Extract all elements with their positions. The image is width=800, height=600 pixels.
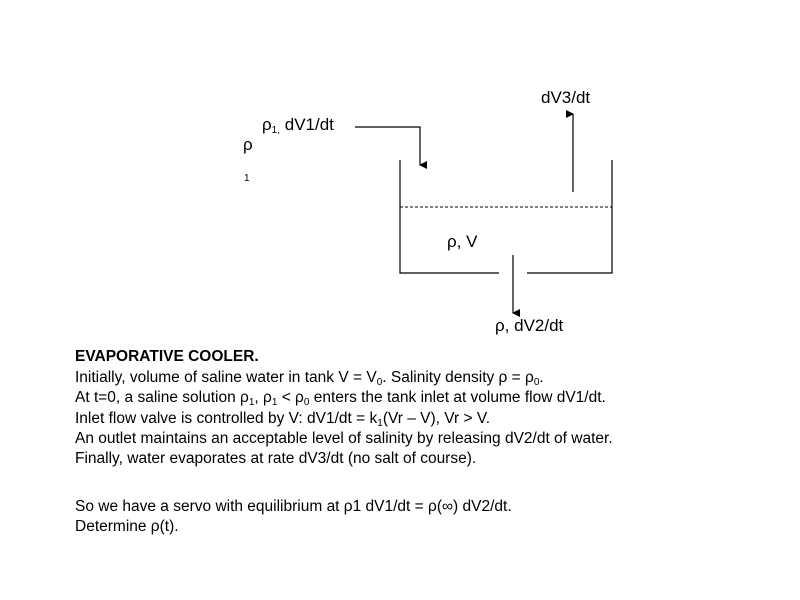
inlet-flow: dV1/dt [280, 115, 334, 134]
tank-label: ρ, V [447, 232, 478, 251]
rho1-left-subscript: 1 [244, 173, 250, 184]
text-line-3: Inlet flow valve is controlled by V: dV1… [75, 411, 490, 429]
inlet-arrow [355, 126, 427, 169]
text-line-7: Determine ρ(t). [75, 518, 179, 535]
seg: . [539, 369, 544, 386]
sub: 0 [303, 397, 310, 408]
text-line-1: Initially, volume of saline water in tan… [75, 370, 544, 388]
seg: . Salinity density ρ = ρ [382, 369, 534, 386]
seg: Initially, volume of saline water in tan… [75, 369, 377, 386]
sub: 0 [376, 377, 383, 388]
seg: < ρ [277, 389, 304, 406]
inlet-rho: ρ [262, 115, 272, 134]
title: EVAPORATIVE COOLER. [75, 348, 259, 365]
text-line-6: So we have a servo with equilibrium at ρ… [75, 498, 512, 515]
sub: 1 [271, 397, 278, 408]
text-line-2: At t=0, a saline solution ρ1, ρ1 < ρ0 en… [75, 390, 606, 408]
evaporation-label: dV3/dt [541, 88, 591, 107]
rho1-left-label: ρ [243, 135, 253, 154]
tank-left-wall [399, 160, 499, 274]
sub: 1 [377, 418, 383, 429]
tank-right-wall [527, 160, 613, 274]
text-line-5: Finally, water evaporates at rate dV3/dt… [75, 450, 477, 467]
seg: (Vr – V), Vr > V. [382, 410, 491, 427]
inlet-label: ρ1, dV1/dt [262, 116, 334, 136]
seg: Inlet flow valve is controlled by V: dV1… [75, 410, 378, 427]
text-line-4: An outlet maintains an acceptable level … [75, 430, 613, 447]
sub: 1 [248, 397, 255, 408]
outlet-label: ρ, dV2/dt [495, 316, 564, 335]
seg: enters the tank inlet at volume flow dV1… [309, 389, 606, 406]
inlet-rho-subscript: 1, [271, 125, 281, 136]
sub: 0 [533, 377, 540, 388]
seg: At t=0, a saline solution ρ [75, 389, 249, 406]
seg: , ρ [254, 389, 272, 406]
